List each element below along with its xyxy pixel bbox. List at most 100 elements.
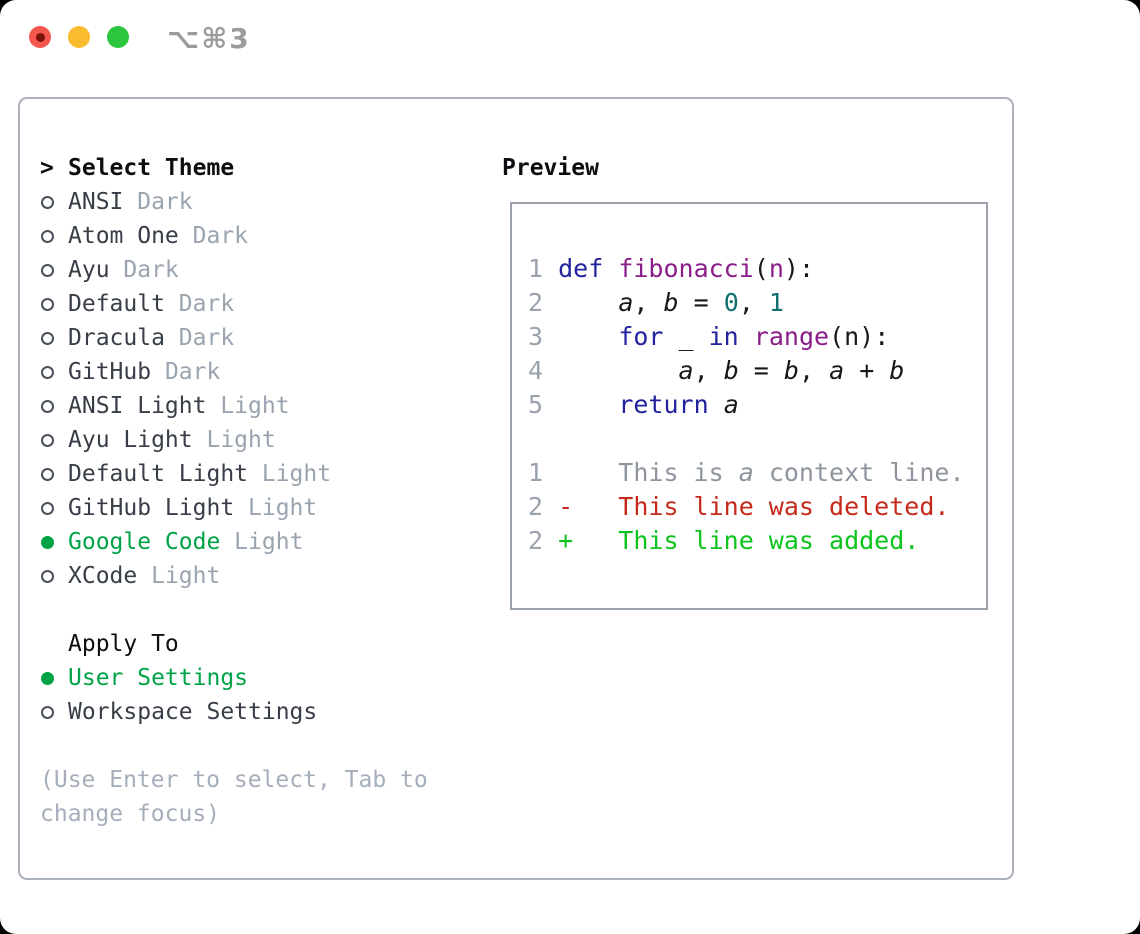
option-label: Default — [68, 291, 165, 317]
theme-variant-tag: Light — [220, 529, 304, 555]
theme-option-github[interactable]: GitHub Dark — [40, 355, 428, 389]
line-number — [528, 422, 558, 456]
code-token — [558, 388, 618, 422]
code-token: b — [783, 356, 799, 385]
theme-option-ayu[interactable]: Ayu Dark — [40, 253, 428, 287]
option-label: Workspace Settings — [68, 699, 318, 725]
apply-option-user-settings[interactable]: User Settings — [40, 661, 428, 695]
apply-option-workspace-settings[interactable]: Workspace Settings — [40, 695, 428, 729]
code-line: 2+ This line was added. — [528, 524, 986, 558]
close-button[interactable] — [29, 26, 51, 48]
radio-icon — [40, 705, 68, 719]
radio-icon — [40, 229, 68, 243]
code-token — [558, 286, 618, 320]
radio-icon — [40, 467, 68, 481]
theme-option-dracula[interactable]: Dracula Dark — [40, 321, 428, 355]
code-token: a — [678, 356, 694, 385]
line-number: 1 — [528, 254, 544, 283]
theme-variant-tag: Light — [234, 495, 318, 521]
keyboard-hint-line: (Use Enter to select, Tab to — [40, 767, 428, 793]
option-label: Atom One — [68, 223, 179, 249]
theme-variant-tag: Dark — [109, 257, 179, 283]
theme-option-github-light[interactable]: GitHub Light Light — [40, 491, 428, 525]
code-token — [739, 320, 754, 354]
theme-variant-tag: Dark — [164, 325, 235, 351]
theme-variant-tag: Dark — [123, 189, 193, 215]
theme-variant-tag: Light — [137, 563, 221, 589]
code-token: ): — [783, 254, 815, 283]
radio-icon — [40, 297, 68, 311]
code-line: 3 for _ in range(n): — [528, 320, 986, 354]
theme-option-ayu-light[interactable]: Ayu Light Light — [40, 423, 428, 457]
select-theme-header: > Select Theme — [40, 151, 428, 185]
keyboard-hint-line: change focus) — [40, 801, 221, 827]
theme-option-default[interactable]: Default Dark — [40, 287, 428, 321]
radio-icon — [40, 569, 68, 583]
theme-option-google-code[interactable]: Google Code Light — [40, 525, 428, 559]
option-label: GitHub Light — [68, 495, 235, 521]
theme-option-default-light[interactable]: Default Light Light — [40, 457, 428, 491]
code-token: + — [844, 356, 890, 385]
theme-variant-tag: Light — [206, 393, 290, 419]
cursor-prefix: > — [40, 155, 54, 181]
apply-to-header-label: Apply To — [68, 631, 179, 657]
code-token: , — [693, 356, 724, 385]
code-token: _ — [663, 322, 709, 351]
theme-option-ansi-light[interactable]: ANSI Light Light — [40, 389, 428, 423]
theme-option-xcode[interactable]: XCode Light — [40, 559, 428, 593]
select-theme-header-label: Select Theme — [68, 155, 235, 181]
option-label: Ayu — [68, 257, 110, 283]
theme-variant-tag: Light — [192, 427, 276, 453]
radio-icon — [40, 263, 68, 277]
line-number: 3 — [528, 322, 544, 351]
theme-variant-tag: Dark — [178, 223, 249, 249]
selected-radio-icon — [40, 671, 68, 685]
line-number: 5 — [528, 390, 544, 419]
option-label: ANSI Light — [68, 393, 207, 419]
code-token: - This line was deleted. — [558, 492, 950, 521]
radio-icon — [40, 365, 68, 379]
code-token: fibonacci — [618, 254, 754, 283]
code-token: , — [633, 288, 664, 317]
code-token: in — [708, 322, 739, 351]
zoom-button[interactable] — [107, 26, 129, 48]
minimize-button[interactable] — [68, 26, 90, 48]
code-token: b — [663, 288, 679, 317]
code-token — [558, 354, 678, 388]
code-token: for — [618, 322, 664, 351]
code-token: a — [618, 288, 634, 317]
radio-icon — [40, 501, 68, 515]
theme-variant-tag: Dark — [151, 359, 221, 385]
code-token: (n): — [829, 322, 890, 351]
option-label: User Settings — [68, 665, 249, 691]
option-label: Default Light — [68, 461, 249, 487]
code-token: , — [798, 356, 830, 385]
code-token: b — [723, 356, 739, 385]
theme-option-atom-one[interactable]: Atom One Dark — [40, 219, 428, 253]
radio-icon — [40, 399, 68, 413]
line-number: 2 — [528, 492, 544, 521]
code-token: b — [889, 356, 905, 385]
theme-option-ansi[interactable]: ANSI Dark — [40, 185, 428, 219]
code-line — [528, 422, 986, 456]
code-line: 1 This is a context line. — [528, 456, 986, 490]
code-token: context line. — [753, 458, 965, 487]
option-label: ANSI — [68, 189, 124, 215]
code-token — [558, 320, 618, 354]
line-number: 1 — [528, 458, 544, 487]
code-token — [709, 388, 724, 422]
code-token: n — [768, 254, 784, 283]
window-title: ⌥⌘3 — [167, 22, 251, 55]
code-token: 0 — [723, 288, 739, 317]
code-token — [603, 252, 618, 286]
code-token: a — [723, 390, 739, 419]
option-label: Google Code — [68, 529, 221, 555]
option-label: GitHub — [68, 359, 152, 385]
code-token: ( — [753, 254, 769, 283]
code-token: return — [618, 390, 709, 419]
